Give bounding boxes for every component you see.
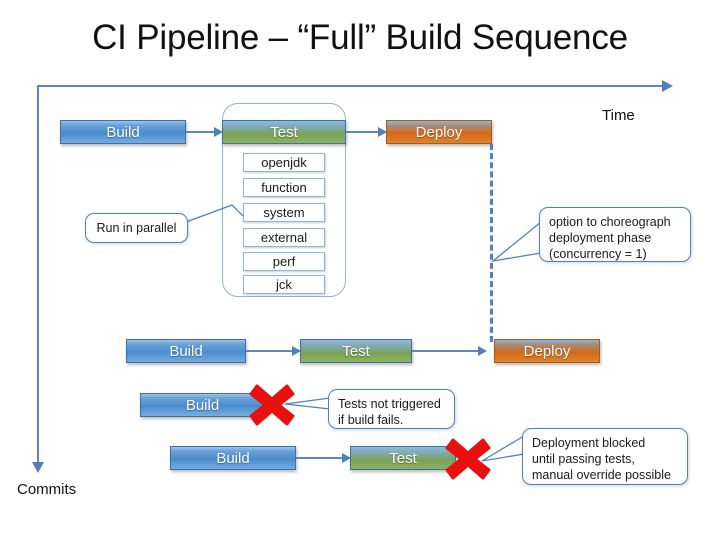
callout-build-fails-line2: if build fails.: [338, 413, 404, 427]
callout-choreograph-line2: deployment phase: [549, 231, 652, 245]
row2-test-to-deploy-connector: [412, 350, 478, 352]
row3-build-stage[interactable]: Build: [140, 393, 265, 417]
row1-test-to-deploy-arrowhead-icon: [378, 127, 387, 137]
row1-build-to-test-connector: [186, 131, 214, 133]
row2-test-to-deploy-arrowhead-icon: [478, 346, 487, 356]
deploy-choreography-dashed-line: [490, 144, 493, 342]
row4-build-stage[interactable]: Build: [170, 446, 296, 470]
time-axis-arrowhead-icon: [662, 80, 673, 92]
row1-deploy-stage[interactable]: Deploy: [386, 120, 492, 144]
test-item-perf[interactable]: perf: [243, 252, 325, 271]
row2-test-stage[interactable]: Test: [300, 339, 412, 363]
row4-build-to-test-arrowhead-icon: [342, 453, 351, 463]
commits-axis-label: Commits: [17, 481, 77, 498]
row2-build-to-test-connector: [246, 350, 292, 352]
time-axis-label: Time: [602, 107, 635, 124]
row4-build-to-test-connector: [296, 457, 342, 459]
callout-deploy-blocked-line3: manual override possible: [532, 468, 671, 482]
commits-axis-line: [37, 85, 39, 465]
callout-deployment-blocked: Deployment blocked until passing tests, …: [522, 428, 688, 485]
callout-choreograph-deployment: option to choreograph deployment phase (…: [539, 207, 691, 262]
callout-build-fails-line1: Tests not triggered: [338, 397, 441, 411]
test-item-jck[interactable]: jck: [243, 275, 325, 294]
callout-choreograph-line1: option to choreograph: [549, 215, 671, 229]
test-item-system[interactable]: system: [243, 203, 325, 222]
page-title: CI Pipeline – “Full” Build Sequence: [92, 18, 628, 57]
test-item-function[interactable]: function: [243, 178, 325, 197]
row1-test-stage[interactable]: Test: [222, 120, 346, 144]
callout-run-in-parallel: Run in parallel: [85, 213, 188, 243]
test-item-openjdk[interactable]: openjdk: [243, 153, 325, 172]
row2-build-to-test-arrowhead-icon: [292, 346, 301, 356]
row1-test-to-deploy-connector: [346, 131, 378, 133]
row4-test-stage[interactable]: Test: [350, 446, 456, 470]
row1-build-to-test-arrowhead-icon: [214, 127, 223, 137]
row2-build-stage[interactable]: Build: [126, 339, 246, 363]
commits-axis-arrowhead-icon: [32, 462, 44, 473]
test-item-external[interactable]: external: [243, 228, 325, 247]
test-fail-x-icon: [445, 438, 491, 480]
row1-build-stage[interactable]: Build: [60, 120, 186, 144]
callout-tests-not-triggered: Tests not triggered if build fails.: [328, 389, 455, 429]
row2-deploy-stage[interactable]: Deploy: [494, 339, 600, 363]
callout-deploy-blocked-line2: until passing tests,: [532, 452, 635, 466]
callout-choreograph-line3: (concurrency = 1): [549, 247, 647, 261]
time-axis-line: [38, 85, 666, 87]
build-fail-x-icon: [249, 384, 295, 426]
callout-deploy-blocked-line1: Deployment blocked: [532, 436, 646, 450]
